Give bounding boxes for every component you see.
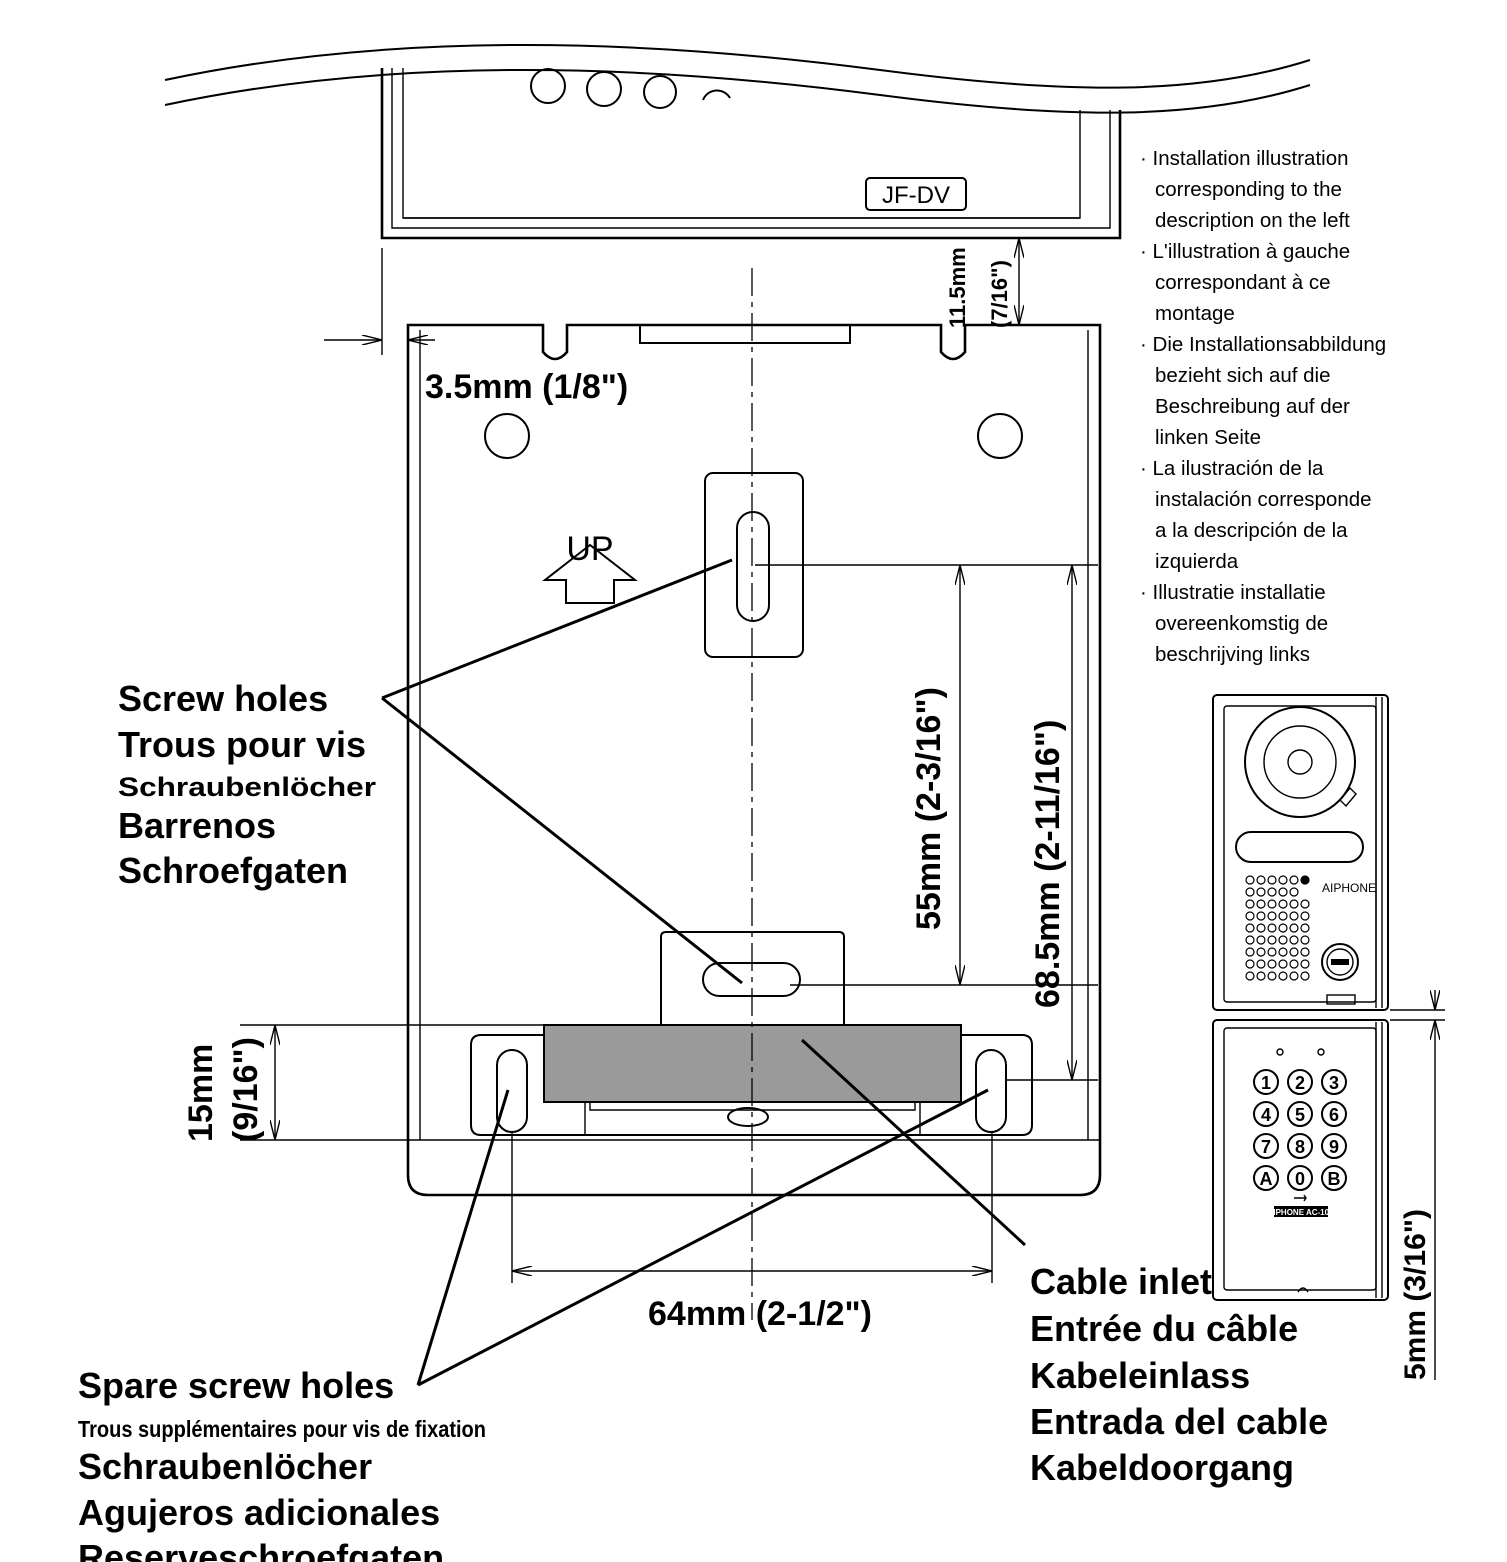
hole-to-slot-label: 55mm (2-3/16")	[910, 687, 948, 930]
offset-left-label: 3.5mm (1/8")	[425, 368, 628, 406]
hole-to-spare-label: 68.5mm (2-11/16")	[1029, 720, 1067, 1008]
cable-inlet-en: Cable inlet	[1030, 1261, 1212, 1302]
leader-lines	[381, 558, 1027, 1387]
key-1: 1	[1261, 1073, 1271, 1093]
screw-holes-es: Barrenos	[118, 805, 276, 846]
spare-screw-hole-left	[496, 1049, 528, 1133]
key-5: 5	[1295, 1105, 1305, 1125]
spare-height-inch-label: (9/16")	[227, 1037, 265, 1142]
note-line: · L'illustration à gauche	[1140, 240, 1350, 263]
note-line: montage	[1155, 302, 1235, 325]
gap-top-label: 11.5mm	[945, 247, 970, 328]
installation-notes: · Installation illustration correspondin…	[1140, 147, 1386, 666]
key-3: 3	[1329, 1073, 1339, 1093]
keypad-unit	[1212, 1019, 1389, 1301]
note-line: corresponding to the	[1155, 178, 1342, 201]
key-4: 4	[1261, 1105, 1271, 1125]
door-station-illustration: AIPHONE 1 2 3 4 5 6 7 8 9 A 0 B AIPHONE …	[1212, 694, 1445, 1380]
key-b: B	[1328, 1169, 1341, 1189]
model-label: JF-DV	[882, 182, 950, 209]
spare-spacing-label: 64mm (2-1/2")	[648, 1295, 872, 1333]
key-6: 6	[1329, 1105, 1339, 1125]
brand-label: AIPHONE	[1322, 881, 1376, 895]
keypad-gap-label: 5mm (3/16")	[1399, 1209, 1432, 1380]
key-2: 2	[1295, 1073, 1305, 1093]
screw-hole-upper	[736, 511, 770, 622]
note-line: description on the left	[1155, 209, 1350, 232]
note-line: · La ilustración de la	[1140, 457, 1324, 480]
note-line: linken Seite	[1155, 426, 1261, 449]
dimension-gap-top: 11.5mm (7/16")	[945, 237, 1030, 328]
note-line: Beschreibung auf der	[1155, 395, 1350, 418]
note-line: instalación corresponde	[1155, 488, 1372, 511]
up-label: UP	[566, 530, 613, 568]
cable-inlet-de: Kabeleinlass	[1030, 1355, 1250, 1396]
spare-screw-holes-label-group: Spare screw holes Trous supplémentaires …	[78, 1365, 486, 1562]
spare-screw-holes-nl: Reserveschroefgaten	[78, 1537, 444, 1562]
upper-unit-cutaway: JF-DV	[164, 44, 1311, 240]
nameplate	[1235, 831, 1364, 863]
spare-screw-holes-de: Schraubenlöcher	[78, 1446, 372, 1487]
up-arrow-icon	[542, 543, 638, 604]
key-9: 9	[1329, 1137, 1339, 1157]
note-line: a la descripción de la	[1155, 519, 1348, 542]
model-label-box	[865, 177, 967, 211]
cable-inlet-es: Entrada del cable	[1030, 1401, 1328, 1442]
keypad-brand: AIPHONE AC-10S	[1268, 1208, 1335, 1217]
spare-screw-holes-en: Spare screw holes	[78, 1365, 394, 1406]
dimension-offset-left: 3.5mm (1/8")	[324, 248, 628, 406]
screw-holes-en: Screw holes	[118, 678, 328, 719]
spare-screw-holes-fr: Trous supplémentaires pour vis de fixati…	[78, 1416, 486, 1442]
gap-top-inch-label: (7/16")	[987, 260, 1012, 328]
key-8: 8	[1295, 1137, 1305, 1157]
key-7: 7	[1261, 1137, 1271, 1157]
spare-screw-holes-es: Agujeros adicionales	[78, 1492, 440, 1533]
note-line: overeenkomstig de	[1155, 612, 1328, 635]
keypad: 1 2 3 4 5 6 7 8 9 A 0 B	[1253, 1069, 1347, 1191]
cable-inlet-fr: Entrée du câble	[1030, 1308, 1298, 1349]
screw-holes-nl: Schroefgaten	[118, 850, 348, 891]
model-tag	[1326, 994, 1356, 1005]
note-line: beschrijving links	[1155, 643, 1310, 666]
screw-holes-de: Schraubenlöcher	[118, 772, 377, 802]
speaker-grille	[1245, 875, 1310, 981]
call-button	[1321, 943, 1359, 981]
camera-icon	[1244, 706, 1356, 818]
dimension-spare-height: 15mm (9/16")	[182, 1024, 545, 1142]
key-icon	[1294, 1194, 1307, 1202]
screw-holes-fr: Trous pour vis	[118, 724, 366, 765]
cable-inlet-nl: Kabeldoorgang	[1030, 1447, 1294, 1488]
mounting-plate: UP	[406, 323, 1102, 1197]
spare-height-mm-label: 15mm	[182, 1044, 220, 1142]
note-line: · Illustratie installatie	[1140, 581, 1326, 604]
note-line: · Installation illustration	[1140, 147, 1349, 170]
dimension-spare-spacing: 64mm (2-1/2")	[511, 1132, 993, 1333]
screw-holes-label-group: Screw holes Trous pour vis Schraubenlöch…	[118, 678, 377, 891]
note-line: · Die Installationsabbildung	[1140, 333, 1386, 356]
cable-inlet-label-group: Cable inlet Entrée du câble Kabeleinlass…	[1030, 1261, 1328, 1488]
note-line: bezieht sich auf die	[1155, 364, 1331, 387]
video-door-station	[1212, 694, 1389, 1011]
note-line: izquierda	[1155, 550, 1239, 573]
spare-screw-hole-right	[975, 1049, 1007, 1133]
dimension-hole-to-spare: 68.5mm (2-11/16")	[1005, 565, 1098, 1081]
dimension-hole-to-slot: 55mm (2-3/16")	[755, 564, 1098, 986]
key-a: A	[1260, 1169, 1273, 1189]
note-line: correspondant à ce	[1155, 271, 1331, 294]
keypad-brand-plate	[1274, 1206, 1328, 1217]
key-0: 0	[1295, 1169, 1305, 1189]
